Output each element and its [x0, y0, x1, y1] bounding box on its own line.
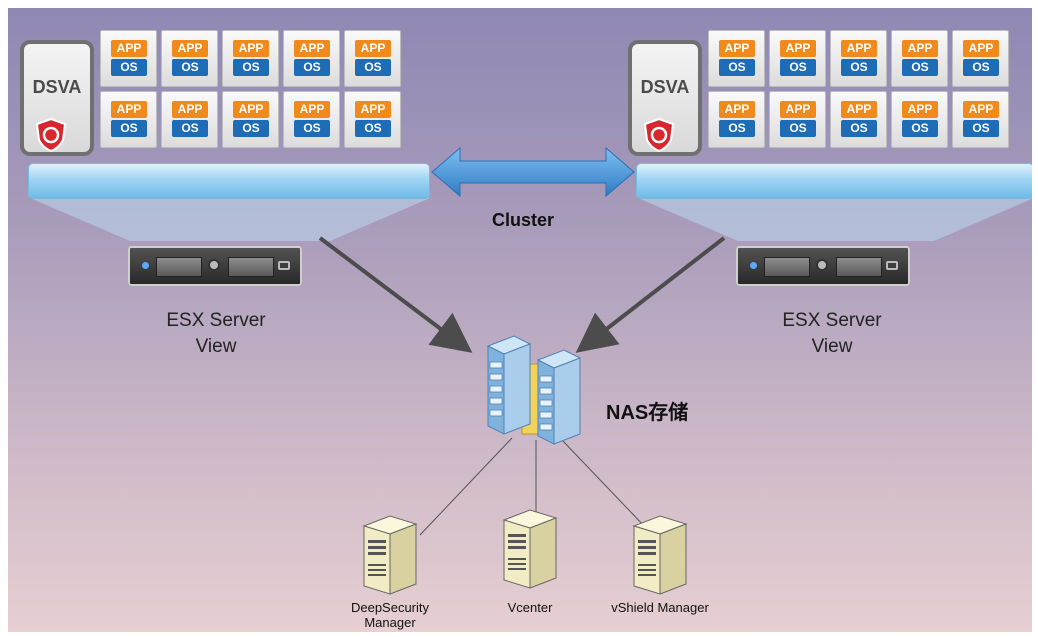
left-esx-label: ESX Server View [136, 308, 296, 360]
server-tower-icon [502, 509, 558, 589]
vm-tile: APP OS [222, 91, 279, 148]
vm-app-label: APP [111, 101, 147, 118]
cluster-arrow [431, 146, 635, 198]
esx-label-line2: View [195, 336, 237, 357]
vm-tile: APP OS [283, 91, 340, 148]
nas-storage-icon [484, 334, 588, 446]
left-esx-host: DSVA APP OS APP OS APP OS APP OS APP OS APP OS APP OS… [8, 8, 528, 368]
connectors-layer [30, 146, 1032, 536]
vm-os-label: OS [902, 120, 938, 137]
vm-tile: APP OS [830, 91, 887, 148]
server-label-line2: Manager [364, 615, 416, 630]
server-tower-icon [362, 515, 418, 595]
server-tower-icon [632, 515, 688, 595]
vm-tile: APP OS [100, 91, 157, 148]
vm-os-label: OS [172, 59, 208, 76]
vm-os-label: OS [719, 120, 755, 137]
vm-app-label: APP [233, 40, 269, 57]
vm-app-label: APP [233, 101, 269, 118]
esx-label-line2: View [811, 336, 853, 357]
vm-app-label: APP [780, 40, 816, 57]
vm-tile: APP OS [344, 30, 401, 87]
vm-tile: APP OS [344, 91, 401, 148]
line-nas-vshield [561, 439, 647, 529]
vm-tile: APP OS [708, 91, 765, 148]
vm-app-label: APP [172, 40, 208, 57]
vm-app-label: APP [902, 101, 938, 118]
vm-tile: APP OS [952, 30, 1009, 87]
dsva-label: DSVA [640, 77, 690, 97]
server-label-vshield: vShield Manager [590, 600, 730, 615]
vm-tile: APP OS [161, 30, 218, 87]
vm-os-label: OS [294, 59, 330, 76]
vm-app-label: APP [780, 101, 816, 118]
vm-tile: APP OS [891, 30, 948, 87]
left-dsva-appliance: DSVA [20, 40, 94, 156]
vm-app-label: APP [355, 40, 391, 57]
server-label-line1: DeepSecurity [350, 600, 430, 615]
server-label-line1: Vcenter [507, 600, 553, 615]
vm-app-label: APP [355, 101, 391, 118]
vm-app-label: APP [294, 40, 330, 57]
line-nas-deepsecurity [419, 437, 513, 536]
right-esx-host: DSVA APP OS APP OS APP OS APP OS APP OS APP OS APP OS… [8, 8, 1032, 368]
vm-tile: APP OS [769, 91, 826, 148]
vm-app-label: APP [963, 40, 999, 57]
esx-label-line1: ESX Server [166, 310, 266, 331]
dsva-label: DSVA [32, 77, 82, 97]
vm-os-label: OS [294, 120, 330, 137]
server-label-line1: vShield Manager [611, 600, 709, 615]
vm-os-label: OS [355, 59, 391, 76]
vm-os-label: OS [963, 120, 999, 137]
nas-storage-label: NAS存储 [606, 402, 689, 424]
arrow-right-to-nas [575, 236, 726, 353]
vm-tile: APP OS [769, 30, 826, 87]
vm-os-label: OS [841, 120, 877, 137]
vm-tile: APP OS [708, 30, 765, 87]
vm-os-label: OS [172, 120, 208, 137]
vm-app-label: APP [294, 101, 330, 118]
vm-tile: APP OS [161, 91, 218, 148]
vm-os-label: OS [963, 59, 999, 76]
left-server-icon [128, 246, 302, 286]
vm-os-label: OS [780, 59, 816, 76]
vm-app-label: APP [841, 40, 877, 57]
vm-os-label: OS [111, 59, 147, 76]
vm-os-label: OS [841, 59, 877, 76]
server-label-vcenter: Vcenter [460, 600, 600, 615]
vm-os-label: OS [233, 59, 269, 76]
right-server-icon [736, 246, 910, 286]
vm-os-label: OS [233, 120, 269, 137]
left-shield-icon [36, 118, 66, 152]
esx-label-line1: ESX Server [782, 310, 882, 331]
vm-app-label: APP [841, 101, 877, 118]
vm-tile: APP OS [830, 30, 887, 87]
vm-os-label: OS [902, 59, 938, 76]
vm-os-label: OS [111, 120, 147, 137]
right-esx-label: ESX Server View [752, 308, 912, 360]
vm-os-label: OS [719, 59, 755, 76]
vm-tile: APP OS [100, 30, 157, 87]
vm-app-label: APP [719, 40, 755, 57]
vm-app-label: APP [172, 101, 208, 118]
left-host-funnel [30, 198, 430, 241]
vm-app-label: APP [902, 40, 938, 57]
vm-app-label: APP [111, 40, 147, 57]
vm-app-label: APP [963, 101, 999, 118]
diagram-canvas: DSVA APP OS APP OS APP OS APP OS APP OS APP OS APP OS… [8, 8, 1032, 632]
vm-tile: APP OS [891, 91, 948, 148]
right-shield-icon [644, 118, 674, 152]
cluster-label: Cluster [492, 210, 555, 230]
arrow-left-to-nas [318, 236, 473, 353]
right-host-funnel [638, 198, 1032, 241]
vm-app-label: APP [719, 101, 755, 118]
vm-os-label: OS [780, 120, 816, 137]
left-host-bar [28, 163, 430, 199]
vm-tile: APP OS [283, 30, 340, 87]
vm-tile: APP OS [222, 30, 279, 87]
vm-os-label: OS [355, 120, 391, 137]
right-host-bar [636, 163, 1032, 199]
vm-tile: APP OS [952, 91, 1009, 148]
